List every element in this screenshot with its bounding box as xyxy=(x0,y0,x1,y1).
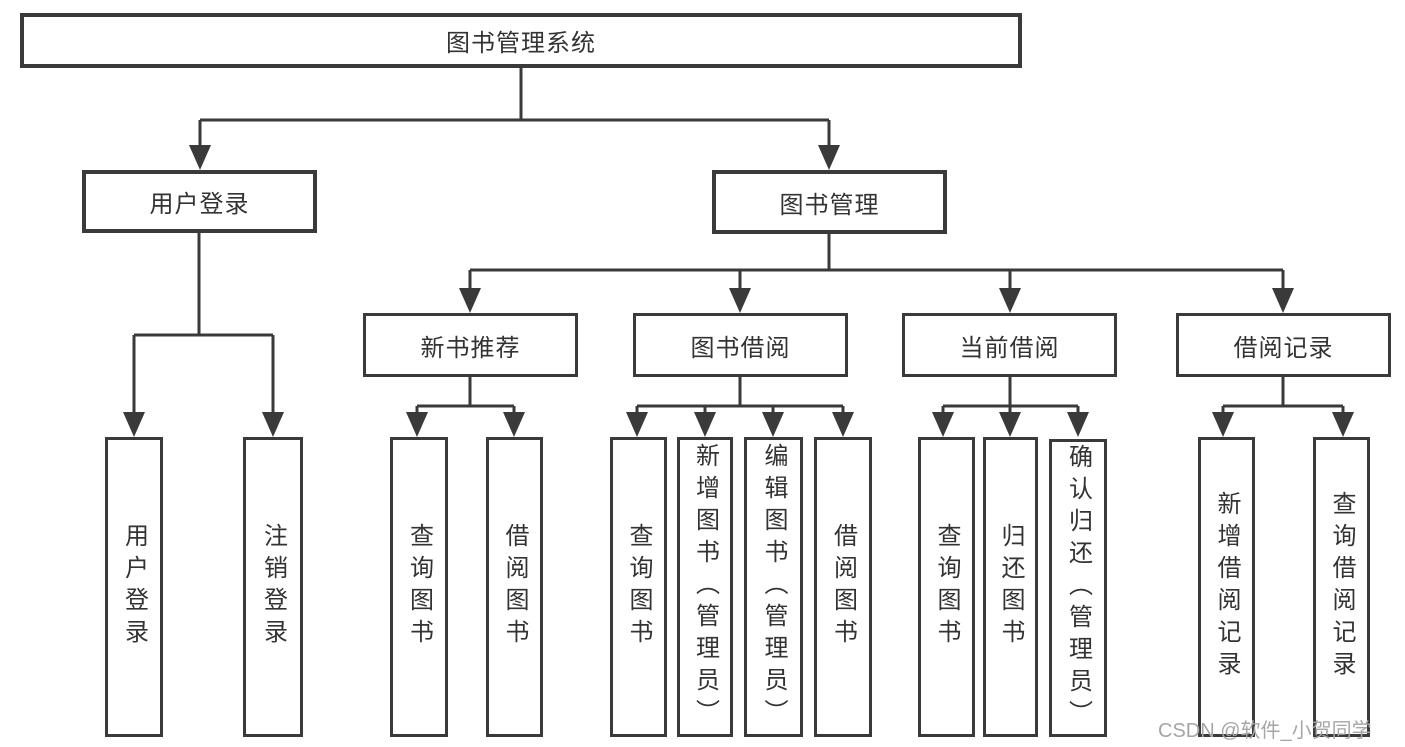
node-borrow-records-label: 借阅记录 xyxy=(1233,334,1334,362)
leaf-user-login-label: 用户登录 xyxy=(120,523,148,651)
node-book-borrowing-label: 图书借阅 xyxy=(690,334,791,362)
node-user-login: 用户登录 xyxy=(82,170,317,233)
arrowheads-current-borrow-children xyxy=(932,412,1089,437)
leaf-add-book-admin-label: 新增图书（管理员） xyxy=(691,443,719,731)
connector-user-login-children xyxy=(132,233,275,414)
leaf-return-books-label: 归还图书 xyxy=(997,523,1024,651)
watermark: CSDN @软件_小贺同学 xyxy=(1158,720,1372,742)
connector-book-mgmt-to-level3 xyxy=(468,234,1285,290)
leaf-newbooks-query-books: 查询图书 xyxy=(390,437,448,737)
leaf-return-books: 归还图书 xyxy=(983,437,1038,737)
node-library-system: 图书管理系统 xyxy=(20,13,1022,68)
leaf-borrowing-query-books: 查询图书 xyxy=(610,437,667,737)
leaf-logout: 注销登录 xyxy=(243,437,303,737)
node-user-login-label: 用户登录 xyxy=(149,191,250,218)
leaf-edit-book-admin-label: 编辑图书（管理员） xyxy=(760,443,787,731)
node-book-borrowing: 图书借阅 xyxy=(633,313,848,377)
leaf-query-borrow-record-label: 查询借阅记录 xyxy=(1328,491,1355,683)
connector-root-to-level2 xyxy=(198,68,831,147)
node-book-management: 图书管理 xyxy=(712,170,947,234)
leaf-current-query-books-label: 查询图书 xyxy=(933,523,960,651)
arrowheads-level2 xyxy=(189,145,840,170)
leaf-add-borrow-record-label: 新增借阅记录 xyxy=(1213,491,1240,683)
node-new-book-recommend: 新书推荐 xyxy=(363,313,578,377)
arrowheads-user-login-children xyxy=(123,412,284,437)
node-borrow-records: 借阅记录 xyxy=(1176,313,1391,377)
node-book-management-label: 图书管理 xyxy=(779,191,880,219)
arrowheads-level3 xyxy=(459,288,1294,313)
leaf-current-query-books: 查询图书 xyxy=(918,437,975,737)
connector-new-books-children xyxy=(415,377,516,414)
leaf-borrowing-query-books-label: 查询图书 xyxy=(625,523,652,651)
leaf-newbooks-borrow-books: 借阅图书 xyxy=(486,437,543,737)
node-library-system-label: 图书管理系统 xyxy=(446,30,596,57)
leaf-newbooks-borrow-books-label: 借阅图书 xyxy=(501,523,528,651)
node-new-book-recommend-label: 新书推荐 xyxy=(420,334,521,362)
leaf-newbooks-query-books-label: 查询图书 xyxy=(405,523,433,651)
leaf-borrowing-borrow-books: 借阅图书 xyxy=(814,437,872,737)
leaf-logout-label: 注销登录 xyxy=(259,523,287,651)
leaf-borrowing-borrow-books-label: 借阅图书 xyxy=(829,523,857,651)
connector-book-borrow-children xyxy=(635,377,845,414)
leaf-add-borrow-record: 新增借阅记录 xyxy=(1198,437,1255,737)
leaf-confirm-return-admin: 确认归还（管理员） xyxy=(1049,439,1107,737)
leaf-user-login: 用户登录 xyxy=(105,437,163,737)
arrowheads-borrow-records-children xyxy=(1212,412,1354,437)
leaf-add-book-admin: 新增图书（管理员） xyxy=(677,437,733,737)
node-current-borrowing: 当前借阅 xyxy=(902,313,1117,377)
node-current-borrowing-label: 当前借阅 xyxy=(959,334,1060,362)
arrowheads-book-borrow-children xyxy=(626,412,854,437)
leaf-confirm-return-admin-label: 确认归还（管理员） xyxy=(1064,444,1092,732)
leaf-query-borrow-record: 查询借阅记录 xyxy=(1313,437,1370,737)
connector-borrow-records-children xyxy=(1221,377,1345,414)
arrowheads-new-books-children xyxy=(406,412,525,437)
connector-current-borrow-children xyxy=(941,377,1080,414)
leaf-edit-book-admin: 编辑图书（管理员） xyxy=(744,437,803,737)
